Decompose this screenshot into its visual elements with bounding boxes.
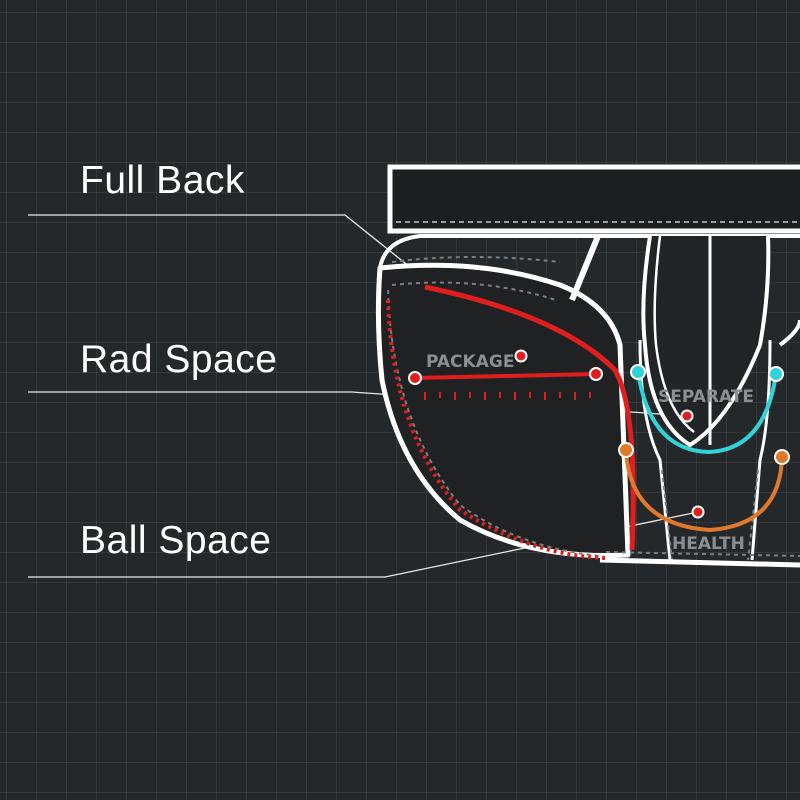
waistband (387, 164, 800, 234)
separate-accent (630, 364, 784, 455)
health-text: HEALTH (672, 534, 745, 554)
ball-space-label: Ball Space (80, 519, 272, 562)
rad-space-marker (680, 409, 694, 423)
front-pouch (569, 234, 800, 561)
separate-text: SEPARATE (658, 387, 754, 407)
leg-opening-stitch (605, 551, 800, 557)
waist-seam-stitch (391, 256, 561, 263)
ball-space-marker (691, 505, 705, 519)
waist-seam (378, 234, 800, 269)
package-text: PACKAGE (426, 352, 514, 372)
rad-space-label: Rad Space (80, 338, 278, 381)
full-back-marker (514, 349, 528, 363)
package-accent (386, 284, 636, 560)
back-panel (375, 262, 631, 559)
health-accent (618, 442, 790, 533)
leg-opening (599, 557, 800, 568)
full-back-label: Full Back (80, 159, 245, 202)
